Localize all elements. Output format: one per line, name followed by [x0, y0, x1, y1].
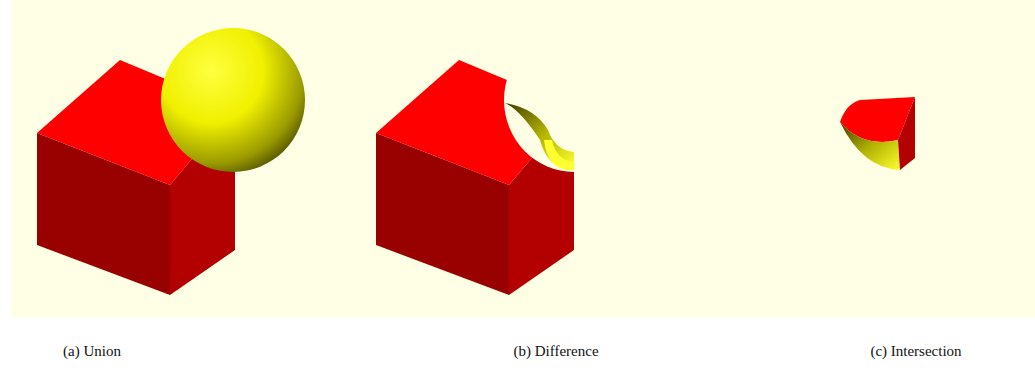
difference-render [376, 60, 574, 295]
subfigure-caption: (b) Difference [513, 343, 598, 360]
cube-front [376, 133, 509, 295]
intersection-sphere-face [840, 122, 900, 170]
cavity-highlight [544, 140, 574, 170]
intersection-render [840, 97, 915, 170]
subfigure-caption: (a) Union [63, 343, 121, 360]
union-render [37, 28, 305, 295]
subfigure-caption: (c) Intersection [870, 343, 961, 360]
intersection-side [898, 97, 915, 170]
spherical-cavity [505, 103, 574, 168]
cube-front [37, 133, 170, 295]
seam [161, 108, 235, 170]
sphere [161, 28, 305, 172]
render-background [12, 0, 1035, 318]
